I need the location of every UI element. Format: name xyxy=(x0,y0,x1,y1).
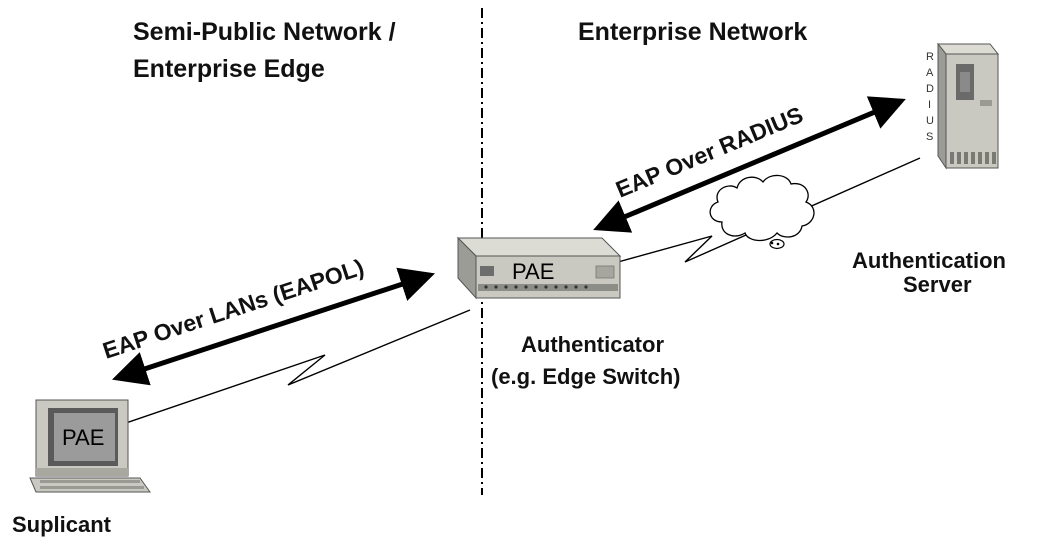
radius-server-tower-icon xyxy=(936,42,1000,170)
radius-letter: D xyxy=(926,83,934,95)
radius-vertical-label: R A D I U S xyxy=(926,51,934,143)
server-sublabel: Server xyxy=(903,272,972,297)
server-label: Authentication xyxy=(852,248,1006,273)
eap-radius-arrow xyxy=(593,96,906,233)
radius-letter: S xyxy=(926,131,933,143)
supplicant-pae-label: PAE xyxy=(62,425,104,450)
eapol-arrow xyxy=(112,267,435,386)
supplicant-computer-icon: PAE xyxy=(29,399,151,493)
radius-letter: U xyxy=(926,115,934,127)
authenticator-label: Authenticator xyxy=(521,332,664,357)
radius-letter: I xyxy=(928,99,931,111)
radius-letter: R xyxy=(926,51,934,63)
cloud-icon xyxy=(709,174,815,250)
authenticator-sublabel: (e.g. Edge Switch) xyxy=(491,364,680,389)
authenticator-pae-label: PAE xyxy=(512,259,554,284)
zone-title-enterprise-edge: Enterprise Edge xyxy=(133,55,325,83)
supplicant-label: Suplicant xyxy=(12,512,112,537)
zone-title-enterprise-network: Enterprise Network xyxy=(578,18,807,46)
radius-letter: A xyxy=(926,67,934,79)
zone-title-semi-public: Semi-Public Network / xyxy=(133,18,396,46)
authenticator-switch-icon: PAE xyxy=(456,236,622,300)
